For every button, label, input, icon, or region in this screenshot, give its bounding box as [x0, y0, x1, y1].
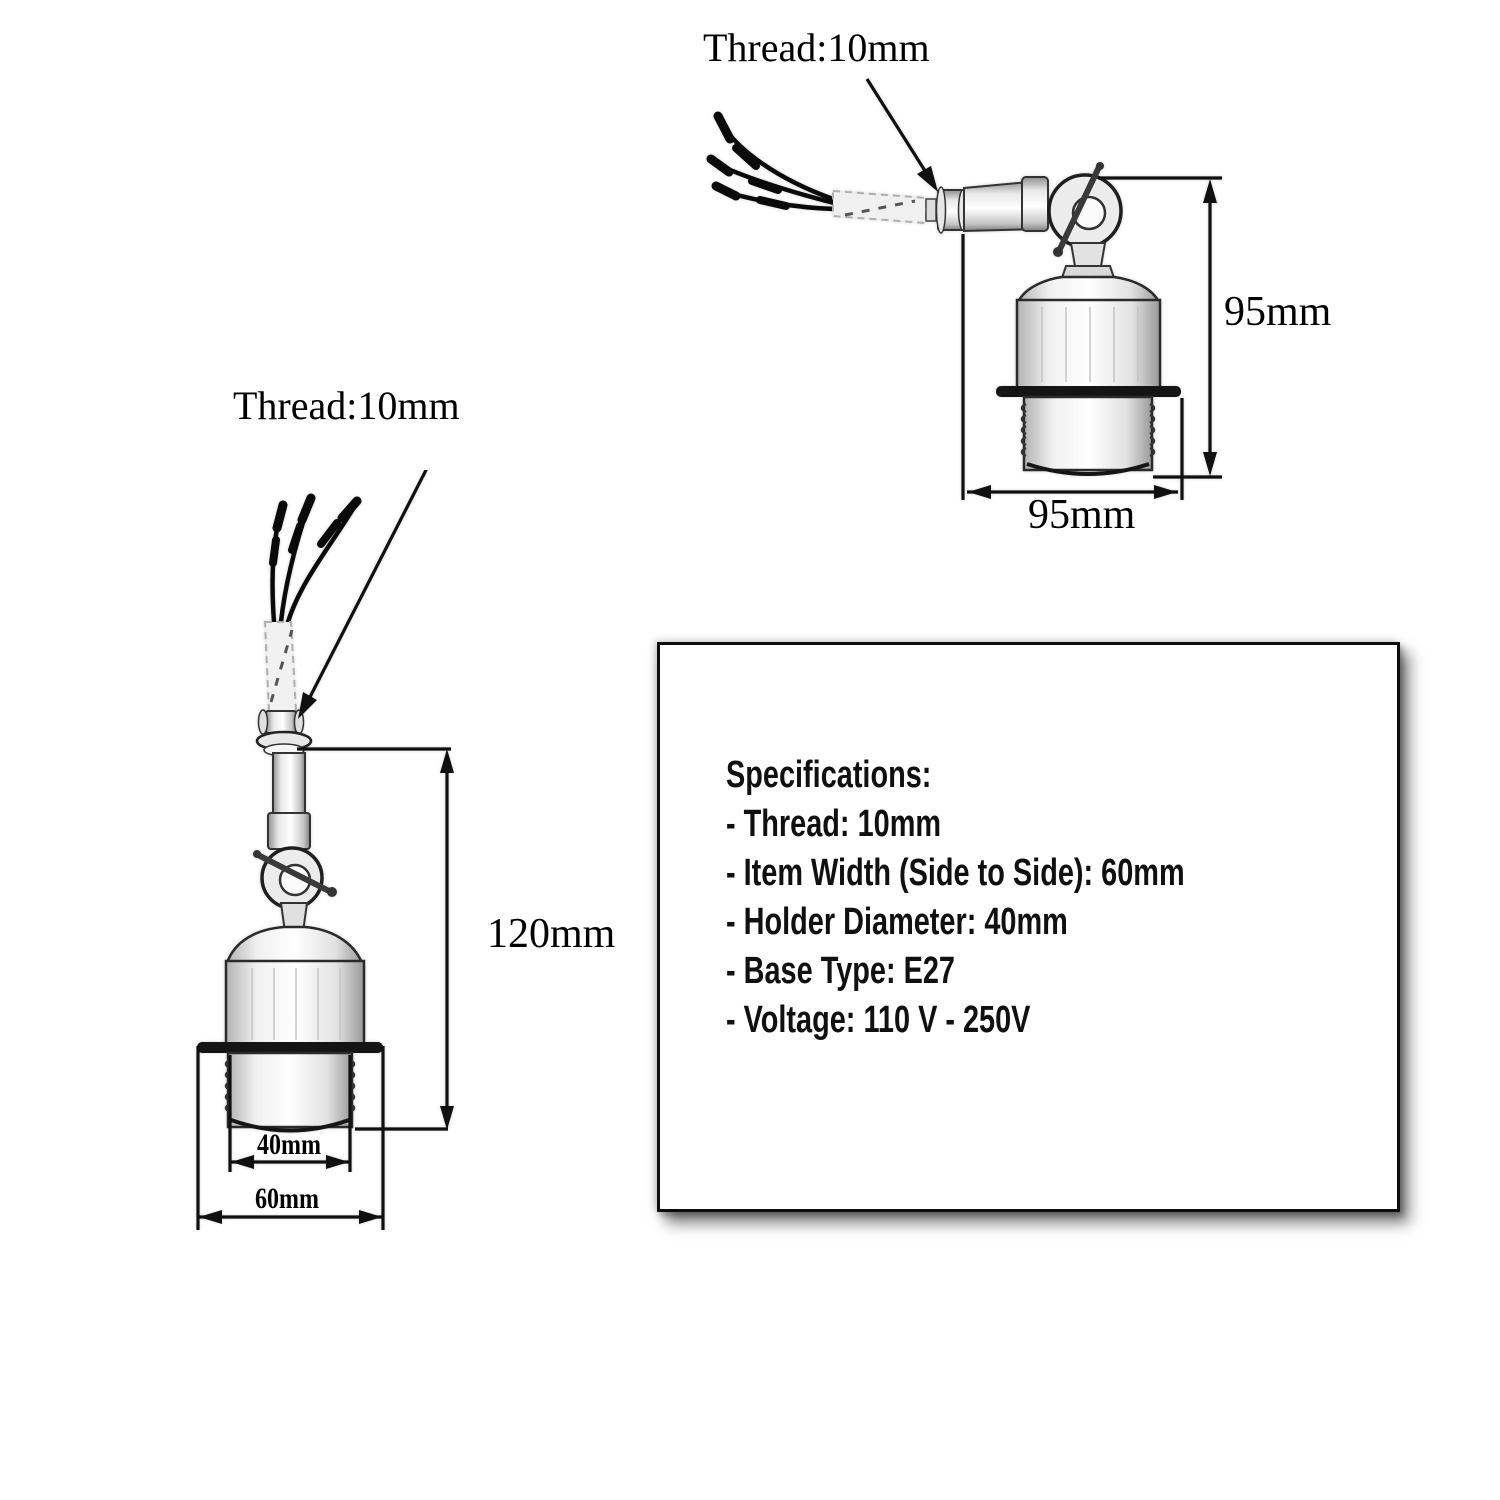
left-socket-drawing	[196, 470, 454, 1230]
swivel-eye	[1047, 162, 1123, 257]
holder-diameter-dim-label: 40mm	[257, 1128, 321, 1161]
flange-ring	[197, 1042, 383, 1053]
thread-leader-arrow-right	[865, 78, 938, 192]
spec-item-base-type: - Base Type: E27	[726, 950, 955, 992]
thread-nipple	[925, 186, 969, 234]
specifications-text: Specifications: - Thread: 10mm - Item Wi…	[726, 751, 1185, 1045]
thread-ridges	[1020, 402, 1156, 458]
threaded-skirt	[226, 1051, 354, 1129]
holder-body	[996, 242, 1181, 476]
specifications-title: Specifications:	[726, 754, 932, 796]
height-dim-label-right: 95mm	[1224, 289, 1332, 335]
swivel-eye	[253, 846, 337, 910]
thread-leader-arrow-left	[298, 470, 428, 719]
spec-item-item-width: - Item Width (Side to Side): 60mm	[726, 852, 1185, 894]
flange-ring	[996, 386, 1181, 397]
wires	[706, 111, 837, 212]
cord-sleeve	[832, 189, 927, 225]
thread-label-right: Thread:10mm	[703, 25, 930, 70]
item-width-dim-label: 60mm	[255, 1182, 319, 1215]
holder-body	[197, 902, 383, 1133]
stem	[267, 752, 311, 850]
dimension-lines-right	[961, 176, 1222, 500]
width-dim-label-right: 95mm	[1028, 492, 1136, 538]
threaded-skirt	[1022, 395, 1154, 472]
thread-label-left: Thread:10mm	[233, 383, 460, 428]
spec-item-thread: - Thread: 10mm	[726, 803, 942, 845]
spec-item-voltage: - Voltage: 110 V - 250V	[726, 999, 1031, 1041]
specifications-box: Specifications: - Thread: 10mm - Item Wi…	[657, 642, 1400, 1212]
height-dim-label-left: 120mm	[487, 911, 616, 957]
right-socket-drawing	[706, 78, 1222, 500]
dimension-lines-left	[196, 747, 454, 1230]
spec-item-holder-diameter: - Holder Diameter: 40mm	[726, 901, 1068, 943]
cord-sleeve	[263, 621, 298, 713]
socket-arm	[963, 176, 1049, 233]
wires	[269, 493, 362, 625]
